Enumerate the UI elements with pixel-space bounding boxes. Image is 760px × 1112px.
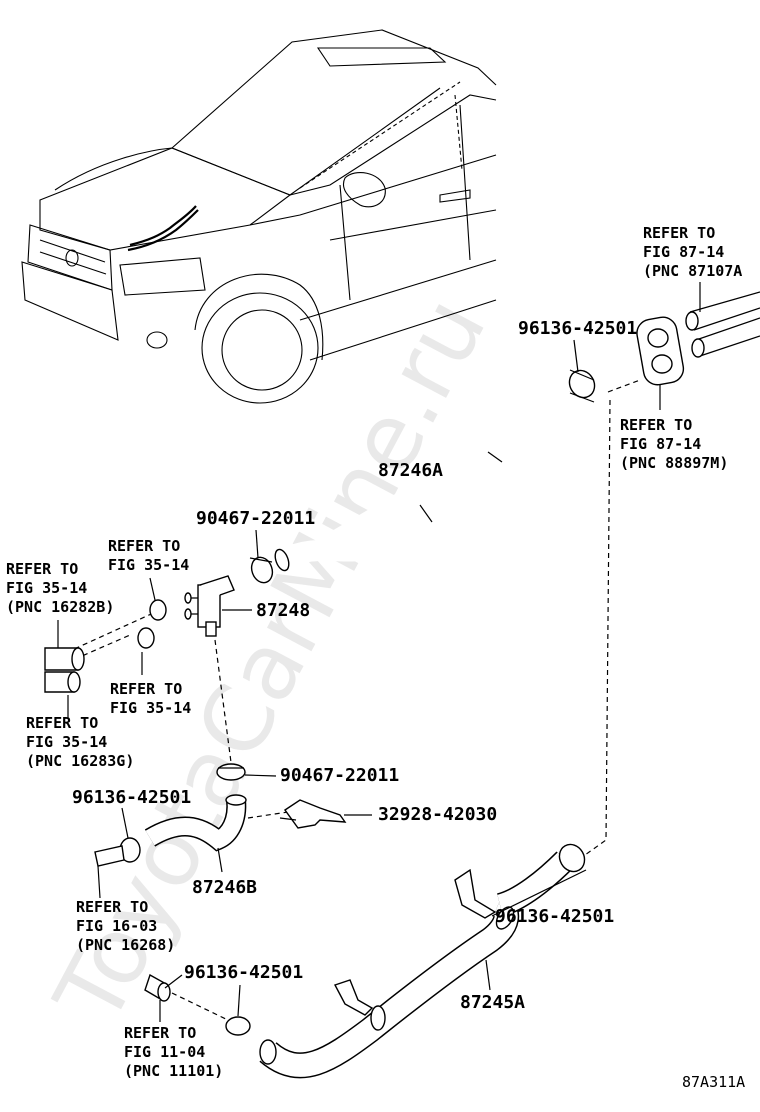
- hose-87245a: [259, 851, 574, 1079]
- heater-pipes: [685, 291, 760, 358]
- svg-text:REFER TO: REFER TO: [6, 560, 78, 578]
- svg-text:FIG 35-14: FIG 35-14: [110, 699, 191, 717]
- ref-fig-87-14-a: REFER TO FIG 87-14 (PNC 87107A: [643, 224, 742, 280]
- callout-clamp-mid: 90467-22011: [280, 765, 399, 786]
- svg-text:(PNC 16268): (PNC 16268): [76, 936, 175, 954]
- figure-code: 87A311A: [682, 1073, 745, 1091]
- guide-line: [171, 992, 233, 1023]
- guide-line: [607, 379, 641, 393]
- part-number-87246b: 87246B: [192, 877, 257, 898]
- clamp-mid: [216, 763, 246, 781]
- ref-fig-11-04: REFER TO FIG 11-04 (PNC 11101): [124, 1024, 223, 1080]
- valve-87248: [184, 575, 235, 637]
- svg-text:(PNC 87107A: (PNC 87107A: [643, 262, 742, 280]
- bottom-pipe: [144, 973, 171, 1002]
- ref-fig-35-14-mid: REFER TO FIG 35-14: [110, 680, 191, 717]
- callout-bracket: 32928-42030: [378, 804, 497, 825]
- callout-clamp-bottom: 96136-42501: [184, 962, 303, 983]
- svg-text:(PNC 11101): (PNC 11101): [124, 1062, 223, 1080]
- svg-text:FIG 35-14: FIG 35-14: [108, 556, 189, 574]
- ref-fig-35-14-low: REFER TO FIG 35-14 (PNC 16283G): [26, 714, 134, 770]
- svg-text:(PNC 16283G): (PNC 16283G): [26, 752, 134, 770]
- svg-text:FIG 16-03: FIG 16-03: [76, 917, 157, 935]
- svg-text:REFER TO: REFER TO: [643, 224, 715, 242]
- svg-text:FIG 35-14: FIG 35-14: [26, 733, 107, 751]
- svg-text:REFER TO: REFER TO: [124, 1024, 196, 1042]
- vehicle-illustration: [21, 29, 497, 404]
- ref-fig-87-14-b: REFER TO FIG 87-14 (PNC 88897M): [620, 416, 728, 472]
- guide-line: [584, 399, 611, 856]
- clamp-top: [568, 369, 596, 403]
- callout-clamp-valve-upper: 90467-22011: [196, 508, 315, 529]
- svg-text:FIG 87-14: FIG 87-14: [620, 435, 701, 453]
- clamp-left-lower: [137, 627, 155, 649]
- svg-text:(PNC 16282B): (PNC 16282B): [6, 598, 114, 616]
- clamp-bottom: [225, 1016, 251, 1036]
- svg-text:REFER TO: REFER TO: [110, 680, 182, 698]
- callout-clamp-left-mid: 96136-42501: [72, 787, 191, 808]
- clamp-right-low: [558, 843, 586, 873]
- guide-line: [214, 639, 233, 771]
- ref-fig-16-03: REFER TO FIG 16-03 (PNC 16268): [76, 898, 175, 954]
- ref-fig-35-14-left: REFER TO FIG 35-14 (PNC 16282B): [6, 560, 114, 616]
- guide-line: [247, 811, 289, 819]
- hose-87246a: [274, 382, 574, 572]
- callout-clamp-top: 96136-42501: [518, 318, 637, 339]
- part-number-87248: 87248: [256, 600, 310, 621]
- left-mid-pipe: [94, 845, 125, 867]
- svg-text:REFER TO: REFER TO: [620, 416, 692, 434]
- callout-clamp-right-low: 96136-42501: [495, 906, 614, 927]
- hose-87246b: [144, 794, 247, 852]
- bracket: [279, 799, 347, 829]
- svg-text:REFER TO: REFER TO: [108, 537, 180, 555]
- svg-text:REFER TO: REFER TO: [26, 714, 98, 732]
- clamp-left-upper: [149, 599, 167, 621]
- svg-text:REFER TO: REFER TO: [76, 898, 148, 916]
- svg-text:FIG 87-14: FIG 87-14: [643, 243, 724, 261]
- part-number-87246a: 87246A: [378, 460, 443, 481]
- part-number-87245a: 87245A: [460, 992, 525, 1013]
- svg-text:FIG 35-14: FIG 35-14: [6, 579, 87, 597]
- left-pipes: [44, 647, 85, 693]
- grommet: [636, 316, 685, 386]
- ref-fig-35-14-top: REFER TO FIG 35-14: [108, 537, 189, 574]
- leader-lines: [57, 282, 701, 1022]
- svg-text:FIG 11-04: FIG 11-04: [124, 1043, 205, 1061]
- svg-text:(PNC 88897M): (PNC 88897M): [620, 454, 728, 472]
